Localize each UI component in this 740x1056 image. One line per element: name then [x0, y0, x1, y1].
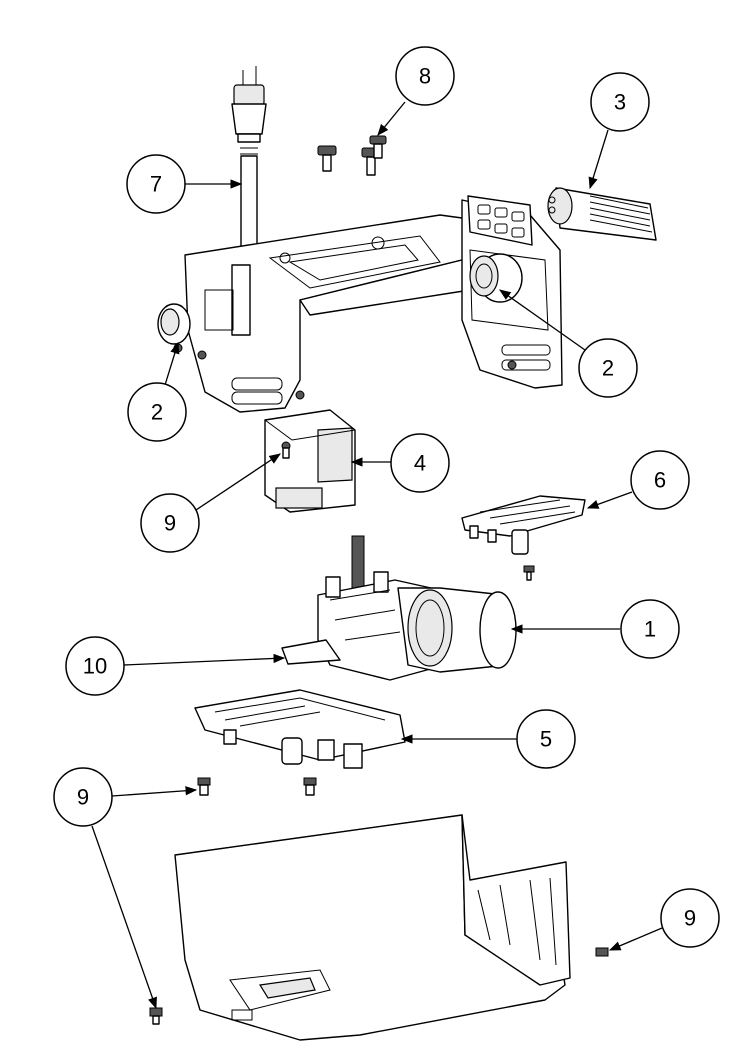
callout-label-5: 5: [540, 727, 552, 752]
callout-2-right: 2: [578, 338, 638, 398]
leader-9-left-long: [91, 825, 157, 1010]
callout-label-2: 2: [602, 356, 614, 381]
cover-housing: [149, 814, 609, 1041]
callout-3: 3: [590, 72, 650, 132]
power-cord: [231, 66, 267, 257]
leader-9-left: [111, 786, 198, 797]
transformer: [264, 409, 356, 513]
callout-2-left: 2: [127, 382, 187, 442]
leader-9-right: [608, 927, 663, 951]
chassis-frame: [184, 214, 471, 413]
callout-1: 1: [620, 599, 680, 659]
callout-label-9: 9: [164, 511, 176, 536]
callout-7: 7: [126, 154, 186, 214]
callout-label-7: 7: [150, 172, 162, 197]
callout-4: 4: [390, 433, 450, 493]
callout-label-8: 8: [419, 64, 431, 89]
callout-label-9: 9: [684, 906, 696, 931]
callout-10: 10: [65, 636, 125, 696]
leader-10: [123, 653, 286, 666]
callout-label-2: 2: [151, 400, 163, 425]
capacitor: [547, 187, 657, 241]
logic-board: [461, 495, 586, 581]
callout-6: 6: [630, 450, 690, 510]
leader-2-left: [164, 341, 180, 386]
callout-5: 5: [516, 709, 576, 769]
callout-9-right: 9: [660, 888, 720, 948]
leader-3: [588, 129, 609, 190]
receiver-board: [194, 689, 406, 796]
screws-top: [317, 135, 387, 176]
leader-lines: [91, 101, 663, 1010]
callout-label-3: 3: [614, 90, 626, 115]
callout-label-9: 9: [77, 785, 89, 810]
motor-assembly: [281, 535, 517, 681]
callout-label-6: 6: [654, 468, 666, 493]
leader-2-right: [499, 289, 586, 351]
callout-8: 8: [395, 46, 455, 106]
callout-label-1: 1: [644, 617, 656, 642]
callout-9-transformer: 9: [140, 493, 200, 553]
callout-label-10: 10: [83, 654, 107, 679]
callout-label-4: 4: [414, 451, 426, 476]
leader-8: [377, 101, 406, 136]
callout-9-left: 9: [53, 767, 113, 827]
leader-9-transformer: [195, 453, 281, 511]
leader-6: [586, 491, 633, 509]
light-socket-left: [157, 303, 191, 353]
